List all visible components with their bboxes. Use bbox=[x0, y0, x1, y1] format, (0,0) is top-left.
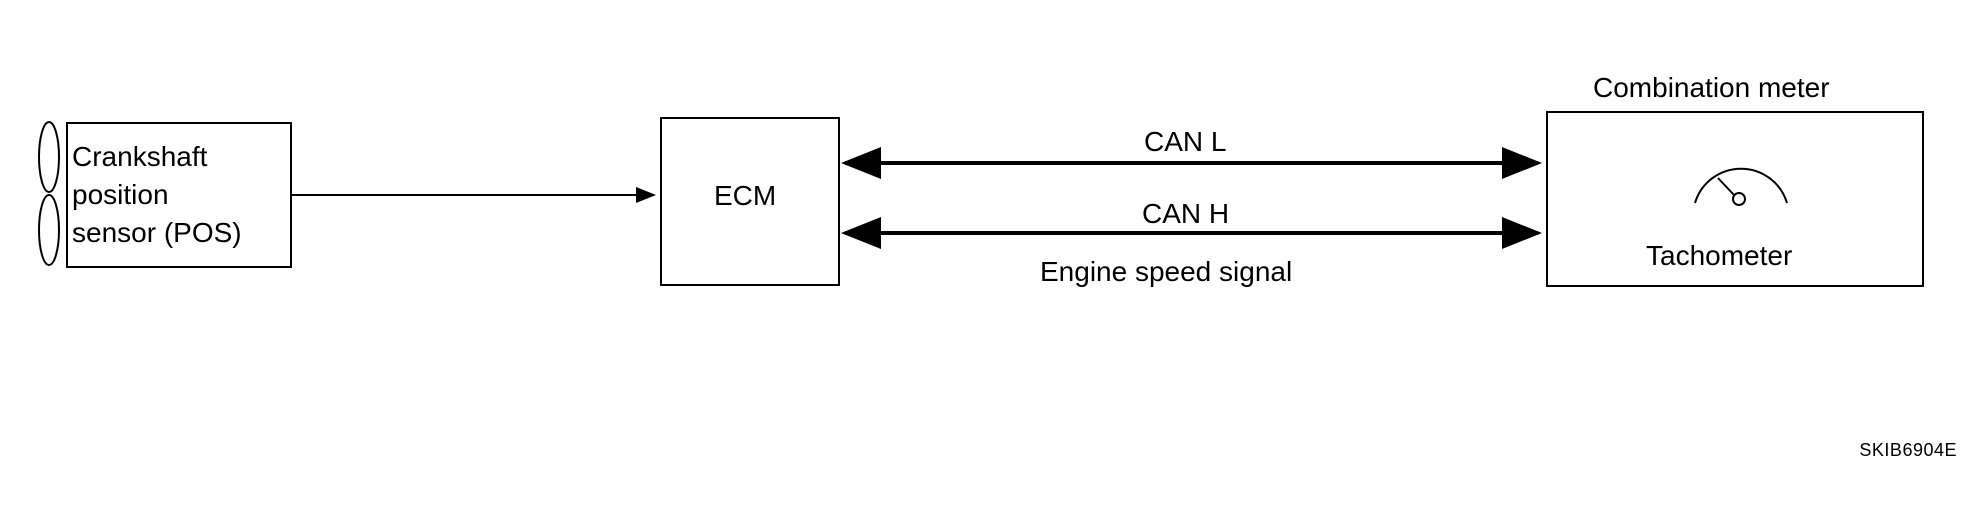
crankshaft-sensor-box bbox=[66, 122, 292, 268]
can-h-label: CAN H bbox=[1142, 198, 1230, 229]
can-l-label: CAN L bbox=[1144, 126, 1227, 157]
sensor-label-line-3: sensor (POS) bbox=[72, 217, 242, 248]
tachometer-gauge-icon bbox=[1694, 167, 1788, 206]
ecm-box bbox=[660, 117, 840, 286]
combination-meter-box bbox=[1546, 111, 1924, 287]
tachometer-label: Tachometer bbox=[1646, 240, 1793, 271]
figure-code: SKIB6904E bbox=[1859, 440, 1957, 460]
pickup-coil-icon bbox=[38, 121, 60, 266]
engine-speed-signal-label: Engine speed signal bbox=[1040, 256, 1293, 287]
combination-meter-title: Combination meter bbox=[1593, 72, 1830, 103]
sensor-label-line-1: Crankshaft bbox=[72, 141, 208, 172]
crankshaft-sensor-label: Crankshaft position sensor (POS) bbox=[72, 138, 242, 252]
ecm-label: ECM bbox=[714, 180, 777, 211]
sensor-label-line-2: position bbox=[72, 179, 169, 210]
